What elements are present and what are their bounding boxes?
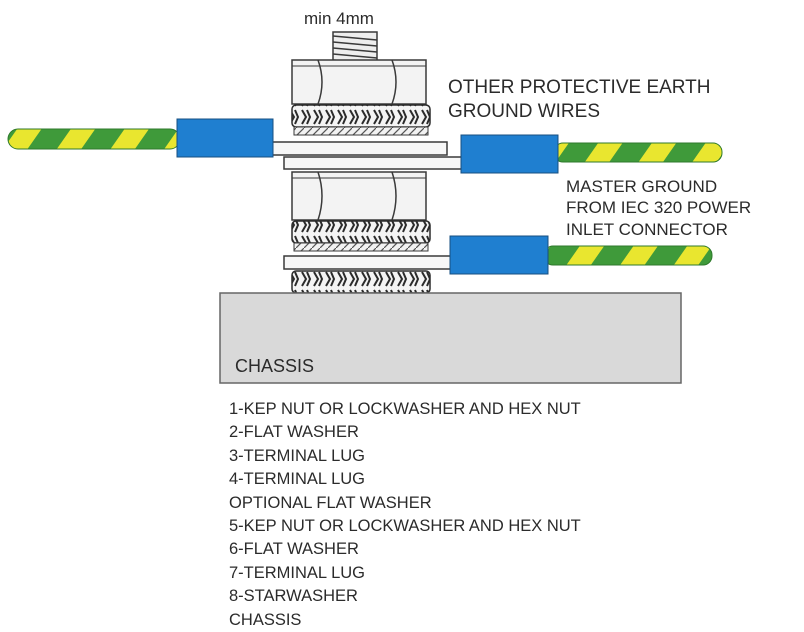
terminal-lug-plate-3 (283, 255, 455, 270)
legend-item: 1-KEP NUT OR LOCKWASHER AND HEX NUT (229, 400, 581, 418)
master-ground-label-line2: FROM IEC 320 POWER (566, 198, 752, 217)
other-pe-label-line2: GROUND WIRES (448, 101, 600, 122)
legend-item: 6-FLAT WASHER (229, 540, 359, 559)
parts-legend: 1-KEP NUT OR LOCKWASHER AND HEX NUT 2-FL… (229, 398, 581, 632)
master-ground-wire (460, 134, 723, 174)
legend-item: 7-TERMINAL LUG (229, 563, 365, 582)
master-ground-label-line1: MASTER GROUND (566, 177, 718, 196)
blue-lug-sleeve-lower (449, 235, 549, 275)
top-flat-washer (293, 126, 429, 136)
legend-item: 3-TERMINAL LUG (229, 446, 365, 465)
legend-item: OPTIONAL FLAT WASHER (229, 493, 432, 512)
lower-flat-washer (293, 242, 429, 252)
terminal-lug-plate-2 (283, 156, 463, 170)
terminal-lug-plate-1 (271, 141, 448, 156)
legend-item: 5-KEP NUT OR LOCKWASHER AND HEX NUT (229, 517, 581, 536)
other-pe-label-line1: OTHER PROTECTIVE EARTH (448, 77, 711, 98)
legend-item: 2-FLAT WASHER (229, 423, 359, 442)
legend-item: 8-STARWASHER (229, 587, 358, 606)
pe-wire-lower (449, 235, 713, 275)
legend-item: CHASSIS (229, 610, 302, 629)
top-hex-nut (291, 59, 427, 105)
thread-size-label: min 4mm (304, 9, 374, 28)
starwasher (291, 270, 431, 294)
top-lockwasher (291, 104, 431, 128)
chassis-block (219, 292, 682, 384)
legend-item: 4-TERMINAL LUG (229, 470, 365, 489)
master-ground-label-line3: INLET CONNECTOR (566, 220, 728, 239)
blue-lug-sleeve-left (176, 118, 274, 158)
lower-hex-nut (291, 171, 427, 221)
chassis-label: CHASSIS (235, 356, 315, 376)
threaded-stud (332, 31, 378, 65)
blue-lug-sleeve-master (460, 134, 559, 174)
lower-lockwasher (291, 220, 431, 244)
pe-wire-left (7, 118, 274, 158)
